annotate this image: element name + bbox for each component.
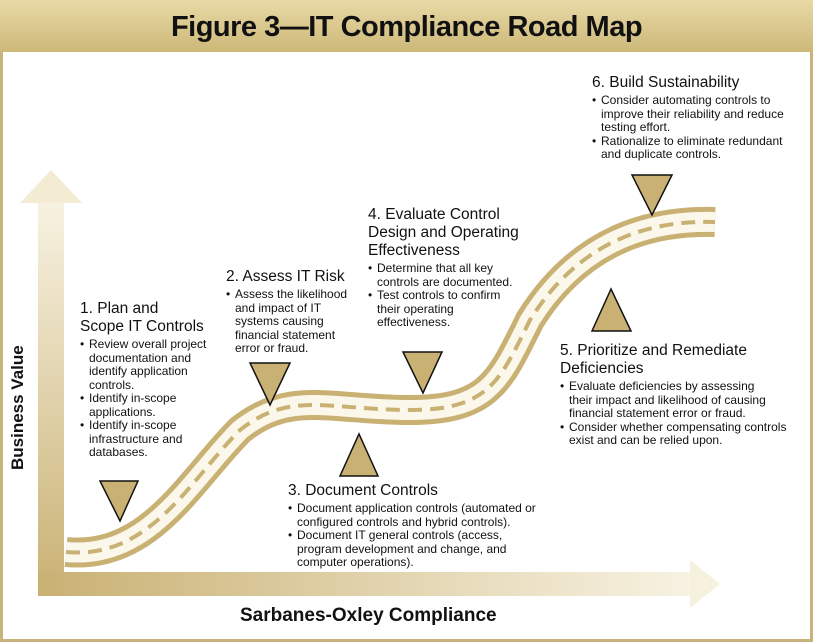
- step-3: 3. Document Controls Document applicatio…: [288, 482, 568, 570]
- marker-step-6: [630, 174, 674, 217]
- y-axis-label: Business Value: [8, 345, 27, 470]
- step-5-bullets: Evaluate deficiencies by assessing their…: [560, 379, 805, 448]
- step-6-heading: 6. Build Sustainability: [592, 74, 740, 91]
- y-axis-arrow: [20, 170, 82, 595]
- step-3-heading: 3. Document Controls: [288, 482, 438, 499]
- road-center-dashes: [65, 219, 716, 555]
- step-1: 1. Plan and Scope IT Controls Review ove…: [80, 300, 230, 460]
- x-axis-label: Sarbanes-Oxley Compliance: [240, 605, 497, 626]
- step-6-bullet: Consider automating controls to improve …: [592, 93, 807, 135]
- marker-step-5: [590, 287, 633, 332]
- x-axis-arrow: [38, 560, 720, 608]
- step-6-bullets: Consider automating controls to improve …: [592, 93, 807, 162]
- step-5: 5. Prioritize and Remediate Deficiencies…: [560, 342, 805, 448]
- step-2-bullet: Assess the likelihood and impact of IT s…: [226, 287, 376, 356]
- step-1-bullet: Review overall project documentation and…: [80, 337, 230, 392]
- step-2-heading: 2. Assess IT Risk: [226, 268, 345, 285]
- step-3-bullet: Document IT general controls (access, pr…: [288, 528, 568, 570]
- marker-step-4: [401, 351, 444, 395]
- title-bar: Figure 3—IT Compliance Road Map: [0, 0, 813, 52]
- step-4-heading: 4. Evaluate Control Design and Operating…: [368, 206, 519, 259]
- step-5-bullet: Evaluate deficiencies by assessing their…: [560, 379, 805, 421]
- step-4-bullet: Determine that all key controls are docu…: [368, 261, 543, 289]
- step-5-bullet: Consider whether compensating controls e…: [560, 420, 805, 448]
- step-6: 6. Build Sustainability Consider automat…: [592, 74, 807, 162]
- step-5-heading: 5. Prioritize and Remediate Deficiencies: [560, 342, 747, 377]
- step-4: 4. Evaluate Control Design and Operating…: [368, 206, 543, 330]
- figure-title: Figure 3—IT Compliance Road Map: [170, 11, 643, 43]
- step-3-bullet: Document application controls (automated…: [288, 501, 568, 529]
- step-4-bullets: Determine that all key controls are docu…: [368, 261, 543, 330]
- step-1-bullet: Identify in-scope infrastructure and dat…: [80, 418, 230, 460]
- step-2-bullets: Assess the likelihood and impact of IT s…: [226, 287, 376, 356]
- step-3-bullets: Document application controls (automated…: [288, 501, 568, 570]
- step-1-heading: 1. Plan and Scope IT Controls: [80, 300, 204, 335]
- step-6-bullet: Rationalize to eliminate redundant and d…: [592, 134, 807, 162]
- marker-step-1: [98, 480, 140, 523]
- step-4-bullet: Test controls to confirm their operating…: [368, 288, 543, 330]
- step-1-bullets: Review overall project documentation and…: [80, 337, 230, 460]
- marker-step-3: [338, 432, 380, 477]
- marker-step-2: [248, 362, 292, 407]
- road: [64, 206, 716, 568]
- step-1-bullet: Identify in-scope applications.: [80, 391, 230, 419]
- step-2: 2. Assess IT Risk Assess the likelihood …: [226, 268, 376, 356]
